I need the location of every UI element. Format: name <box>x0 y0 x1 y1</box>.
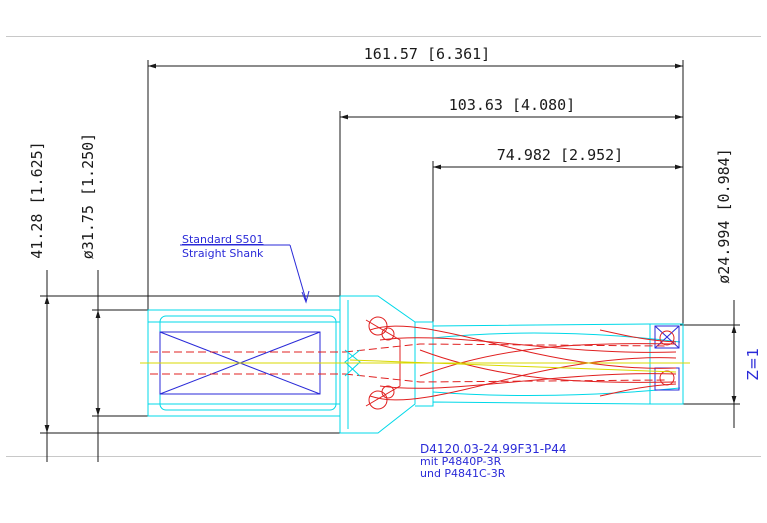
body-length-label: 103.63 [4.080] <box>449 96 575 114</box>
shank-note-line2: Straight Shank <box>182 247 264 260</box>
flute-length-label: 74.982 [2.952] <box>497 146 623 164</box>
flutes-label: Z=1 <box>744 348 762 380</box>
dimension-lines <box>40 60 740 462</box>
overall-length-label: 161.57 [6.361] <box>364 45 490 63</box>
shank-hatch <box>159 325 680 395</box>
internal-features <box>150 316 677 410</box>
drawing-frame <box>6 36 761 457</box>
part-insert-1: mit P4840P-3R <box>420 455 502 468</box>
part-number: D4120.03-24.99F31-P44 <box>420 442 567 456</box>
part-insert-2: und P4841C-3R <box>420 467 506 480</box>
shank-note-line1: Standard S501 <box>182 233 264 246</box>
drill-diameter-label: ø24.994 [0.984] <box>715 148 733 283</box>
center-axis <box>140 359 690 373</box>
body-outline <box>415 321 684 407</box>
collar-diameter-label: 41.28 [1.625] <box>28 141 46 258</box>
shank-diameter-label: ø31.75 [1.250] <box>79 133 97 259</box>
note-leader <box>180 244 310 304</box>
insert-pocket <box>654 325 680 349</box>
